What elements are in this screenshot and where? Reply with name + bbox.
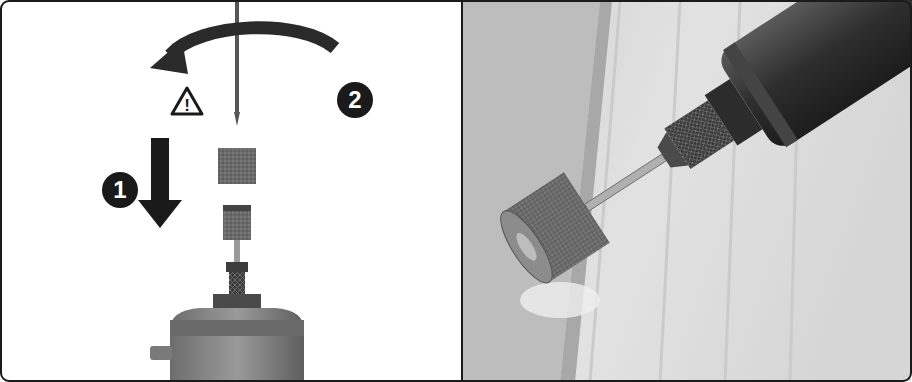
- callout-number: 1: [102, 172, 138, 208]
- warning-mark: !: [169, 87, 205, 123]
- instruction-drawing: [102, 0, 373, 382]
- panel-divider: [461, 1, 463, 381]
- callout-number: 2: [337, 82, 373, 118]
- photo-panel: [463, 0, 912, 382]
